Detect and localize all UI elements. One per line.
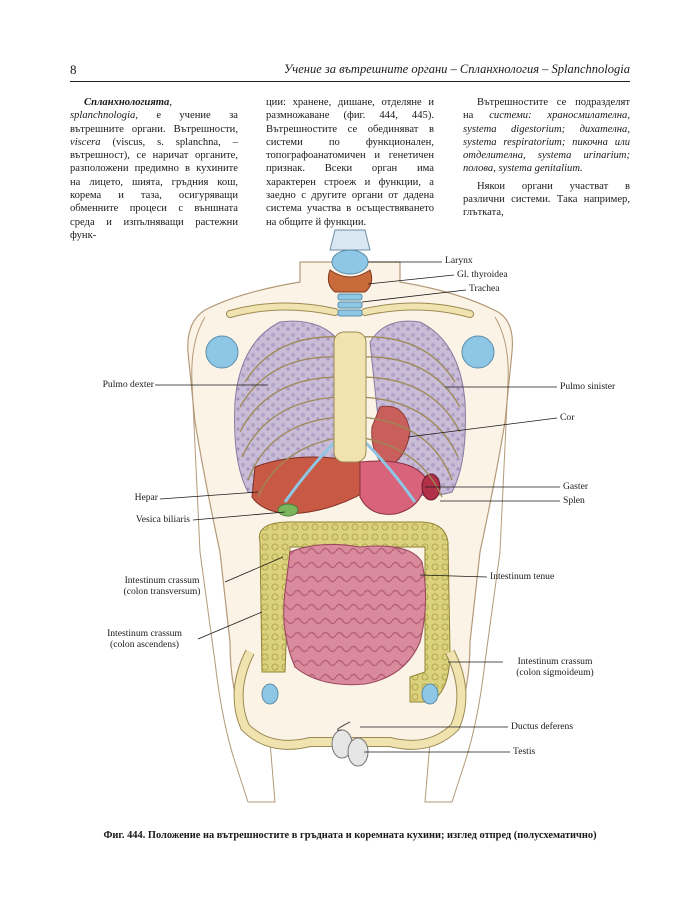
stomach (359, 460, 426, 515)
text-run: Вътрешностите се подразделят на (463, 97, 630, 122)
text-run: (viscus, s. splanchna, – вътрешност), се… (70, 136, 238, 241)
page-number: 8 (70, 62, 77, 77)
gallbladder (277, 503, 299, 517)
label-colon-sigmoideum: Intestinum crassum (colon sigmoideum) (500, 656, 610, 678)
text-run: , (169, 97, 172, 108)
label-cor: Cor (560, 412, 575, 423)
latin-term: viscera (70, 136, 101, 148)
sternum (333, 331, 367, 463)
label-line: Intestinum crassum (107, 628, 182, 639)
figure-caption: Фиг. 444. Положение на вътрешностите в г… (103, 830, 597, 841)
label-gaster: Gaster (563, 481, 589, 492)
label-thyroid: Gl. thyroidea (457, 269, 508, 280)
label-line: (colon sigmoideum) (516, 667, 594, 678)
torso-illustration (155, 229, 560, 803)
system-list: системи: храносмилателна, systema digest… (463, 110, 630, 175)
neck-organs (327, 229, 373, 317)
anatomy-figure: Larynx Gl. thyroidea Trachea Pulmo dexte… (0, 222, 700, 822)
label-splen: Splen (563, 495, 585, 506)
label-pulmo-sinister: Pulmo sinister (560, 381, 616, 392)
label-vesica-biliaris: Vesica biliaris (135, 514, 190, 525)
page-header: 8 Учение за вътрешните органи – Спланхно… (70, 62, 630, 80)
label-trachea: Trachea (469, 283, 500, 294)
text-run: , е учение за вътрешните органи. Вътрешн… (70, 110, 238, 135)
text-column-3: Вътрешностите се подразделят на системи:… (463, 96, 630, 224)
body-text: Спланхнологията, splanchnologia, е учени… (70, 96, 630, 241)
running-title: Учение за вътрешните органи – Спланхноло… (283, 62, 630, 76)
label-ductus-deferens: Ductus deferens (511, 721, 574, 732)
small-intestine (283, 543, 427, 686)
latin-term: splanchnologia (70, 110, 136, 122)
text-column-1: Спланхнологията, splanchnologia, е учени… (70, 96, 238, 246)
paragraph: ции: хранене, дишане, отделяне и размнож… (266, 97, 434, 228)
label-testis: Testis (513, 746, 536, 757)
heart (371, 405, 411, 468)
label-colon-transversum: Intestinum crassum (colon transversum) (102, 575, 222, 597)
label-pulmo-dexter: Pulmo dexter (102, 379, 154, 390)
paragraph: Вътрешностите се подразделят на системи:… (463, 96, 630, 176)
header-rule (70, 81, 630, 82)
label-line: (colon ascendens) (110, 639, 179, 650)
testes (331, 721, 369, 767)
label-colon-ascendens: Intestinum crassum (colon ascendens) (92, 628, 197, 650)
label-line: (colon transversum) (123, 586, 201, 597)
costal-cartilage (283, 440, 417, 503)
label-intestinum-tenue: Intestinum tenue (490, 571, 555, 582)
term: Спланхнологията (84, 97, 170, 108)
leader-lines (155, 261, 560, 753)
paragraph: Някои органи участват в различни системи… (463, 180, 630, 219)
label-larynx: Larynx (445, 255, 473, 266)
paragraph: Спланхнологията, splanchnologia, е учени… (70, 96, 238, 242)
label-line: Intestinum crassum (124, 575, 200, 586)
shoulder-girdle (205, 302, 495, 369)
label-hepar: Hepar (134, 492, 158, 503)
text-column-2: ции: хранене, дишане, отделяне и размнож… (266, 96, 434, 233)
label-line: Intestinum crassum (517, 656, 593, 667)
